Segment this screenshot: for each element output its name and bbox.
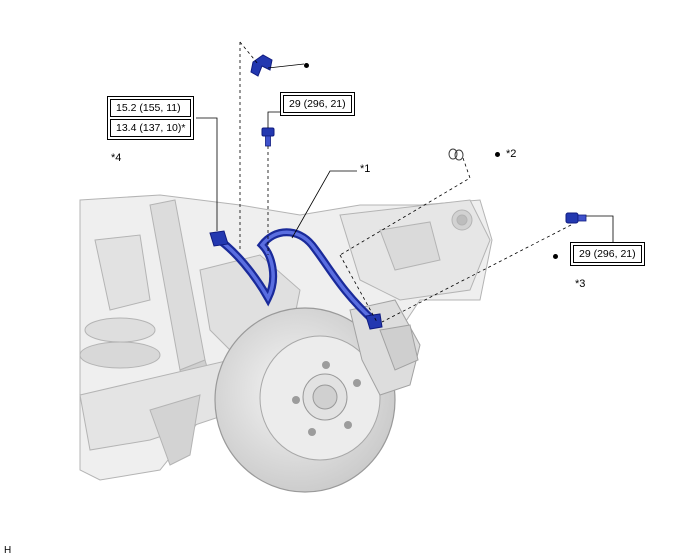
bullet-dot-clip	[304, 63, 309, 68]
suspension-assembly	[79, 194, 493, 481]
brake-disc-icon	[214, 307, 396, 493]
gasket-icon	[448, 148, 464, 161]
bullet-dot-right	[553, 254, 558, 259]
torque-left-value-2: 13.4 (137, 10)*	[110, 119, 192, 137]
clip-icon	[250, 54, 273, 77]
callout-4: *4	[111, 152, 122, 164]
callout-2: *2	[506, 148, 517, 160]
bullet-dot-gasket	[495, 152, 500, 157]
caliper-icon	[349, 299, 421, 396]
torque-spec-right: 29 (296, 21)	[570, 242, 645, 266]
corner-mark: H	[4, 545, 12, 556]
torque-left-value-1: 15.2 (155, 11)	[110, 99, 192, 117]
bleeder-bolt-icon	[565, 212, 587, 224]
leader-lines	[196, 41, 614, 323]
torque-spec-top: 29 (296, 21)	[280, 92, 355, 116]
torque-right-value: 29 (296, 21)	[573, 245, 642, 263]
torque-spec-left: 15.2 (155, 11) 13.4 (137, 10)*	[107, 96, 195, 140]
union-bolt-icon	[261, 127, 275, 147]
flexible-hose-icon	[209, 228, 383, 330]
callout-3: *3	[575, 278, 586, 290]
torque-top-value: 29 (296, 21)	[283, 95, 352, 113]
callout-1: *1	[360, 163, 371, 175]
